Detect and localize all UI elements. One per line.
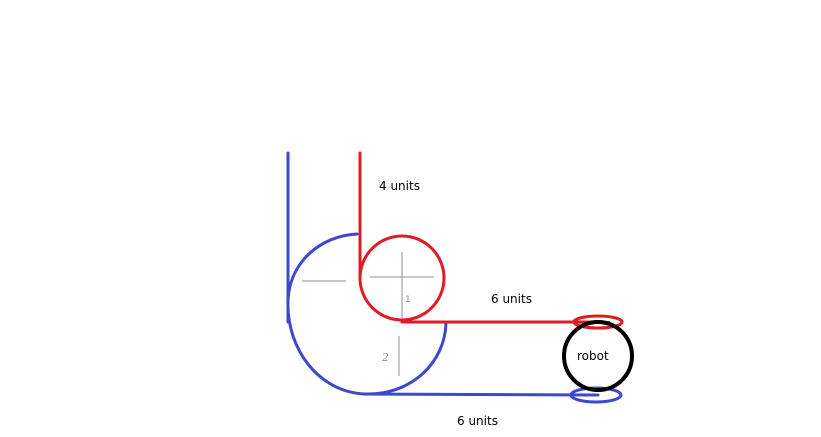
small-radius-label: 1 bbox=[405, 295, 411, 305]
robot-label: robot bbox=[577, 349, 609, 363]
top-red-length-label: 4 units bbox=[379, 179, 420, 193]
blue-large-arc bbox=[286, 232, 448, 396]
bottom-blue-length-label: 6 units bbox=[457, 414, 498, 428]
red-small-circle bbox=[358, 234, 446, 322]
middle-red-length-label: 6 units bbox=[491, 292, 532, 306]
blue-bottom-line bbox=[362, 392, 600, 397]
large-radius-label: 2 bbox=[382, 351, 389, 364]
red-wheel-ellipse bbox=[572, 314, 624, 330]
robot-body-circle bbox=[562, 320, 634, 392]
